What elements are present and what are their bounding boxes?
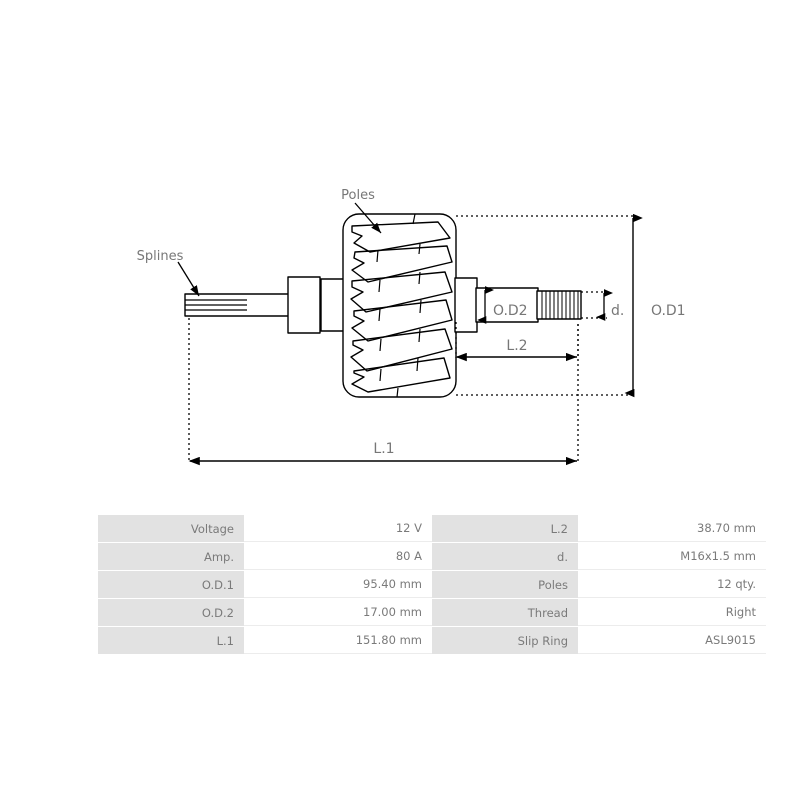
spec-value-slip-ring: ASL9015: [578, 627, 766, 654]
dimension-label-d: d.: [611, 303, 624, 319]
rotor-pole-body: [342, 213, 457, 398]
dimension-label-l1: L.1: [373, 441, 394, 457]
shaft-collars: [287, 276, 346, 334]
spec-label-amp: Amp.: [98, 543, 244, 570]
spec-value-l1: 151.80 mm: [244, 627, 432, 654]
rotor-diagram-svg: Splines Poles O.D1 O.D2 d. L.1 L.2: [137, 188, 686, 466]
dimension-label-l2: L.2: [506, 338, 527, 354]
table-row: Voltage 12 V L.2 38.70 mm: [98, 515, 766, 542]
slip-ring-collar: [454, 277, 478, 333]
callout-label-splines: Splines: [137, 249, 184, 264]
dimension-label-od1: O.D1: [651, 303, 686, 319]
spec-value-od2: 17.00 mm: [244, 599, 432, 626]
spec-value-l2: 38.70 mm: [578, 515, 766, 542]
spec-label-od1: O.D.1: [98, 571, 244, 598]
callout-label-poles: Poles: [341, 188, 375, 203]
spec-table-container: Voltage 12 V L.2 38.70 mm Amp. 80 A d. M…: [98, 514, 766, 655]
spec-label-slip-ring: Slip Ring: [432, 627, 578, 654]
table-row: O.D.1 95.40 mm Poles 12 qty.: [98, 571, 766, 598]
spec-value-voltage: 12 V: [244, 515, 432, 542]
callout-arrow-poles: [354, 202, 382, 234]
spec-label-d: d.: [432, 543, 578, 570]
spec-table: Voltage 12 V L.2 38.70 mm Amp. 80 A d. M…: [98, 514, 766, 655]
spec-label-l2: L.2: [432, 515, 578, 542]
spec-label-l1: L.1: [98, 627, 244, 654]
spec-value-amp: 80 A: [244, 543, 432, 570]
threaded-end: [536, 290, 582, 320]
spec-value-thread: Right: [578, 599, 766, 626]
spline-shaft: [184, 293, 291, 317]
rotor-diagram: Splines Poles O.D1 O.D2 d. L.1 L.2: [137, 188, 686, 466]
spec-label-od2: O.D.2: [98, 599, 244, 626]
spec-label-thread: Thread: [432, 599, 578, 626]
spec-value-d: M16x1.5 mm: [578, 543, 766, 570]
dimension-label-od2: O.D2: [493, 303, 528, 319]
table-row: Amp. 80 A d. M16x1.5 mm: [98, 543, 766, 570]
spec-label-voltage: Voltage: [98, 515, 244, 542]
spec-label-poles: Poles: [432, 571, 578, 598]
spec-value-poles: 12 qty.: [578, 571, 766, 598]
spec-value-od1: 95.40 mm: [244, 571, 432, 598]
table-row: L.1 151.80 mm Slip Ring ASL9015: [98, 627, 766, 654]
table-row: O.D.2 17.00 mm Thread Right: [98, 599, 766, 626]
callout-arrow-splines: [177, 261, 200, 297]
